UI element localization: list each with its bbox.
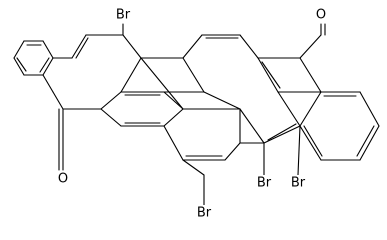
bond-23 [239,34,259,59]
bond-2 [42,57,54,76]
atom-label-oxygen-top: O [314,7,328,23]
bond-19 [122,34,142,59]
bond-58 [239,108,265,144]
bond-30 [140,57,184,110]
bond-15 [52,91,64,110]
bond-1 [42,40,54,59]
bond-48 [359,91,380,127]
bond-57 [297,125,301,176]
bond-43 [299,57,322,93]
chemical-structure: Br O O Br Br Br [13,7,380,221]
atom-label-oxygen-bottom: O [56,171,70,187]
bond-54 [356,125,375,157]
bond-49 [359,125,380,161]
bond-25 [120,57,142,93]
svg-text:O: O [58,172,68,187]
bond-lines [13,23,380,206]
bond-52 [299,91,322,127]
bond-33 [203,91,241,110]
svg-text:Br: Br [291,176,306,191]
bond-10 [71,34,87,59]
bond-62 [163,125,184,161]
svg-text:O: O [316,8,326,23]
bond-13 [75,37,89,59]
svg-text:Br: Br [197,206,212,221]
svg-text:Br: Br [116,8,131,23]
atom-label-br-bottom-center: Br [253,175,275,191]
bond-44 [257,57,279,93]
bond-63 [182,159,205,176]
atom-label-br-top: Br [112,7,134,23]
bond-61 [267,123,297,141]
bond-8 [16,57,27,72]
bond-21 [182,34,203,59]
bond-35 [163,91,184,110]
bond-55 [303,125,323,157]
atom-label-br-bottom-right: Br [287,175,309,191]
bond-27 [100,108,122,127]
bond-51 [299,125,322,161]
bond-14 [42,74,54,93]
bond-40 [299,34,322,59]
bond-66 [224,142,241,161]
bond-56 [277,91,301,127]
atom-label-br-bottom-left: Br [193,205,215,221]
bond-29 [163,108,184,127]
bond-60 [263,125,301,144]
bond-7 [39,57,50,73]
bond-4 [13,57,25,76]
bond-32 [182,57,205,93]
svg-text:Br: Br [257,176,272,191]
bond-5 [13,40,25,59]
bond-46 [261,61,281,89]
bond-26 [100,91,122,110]
